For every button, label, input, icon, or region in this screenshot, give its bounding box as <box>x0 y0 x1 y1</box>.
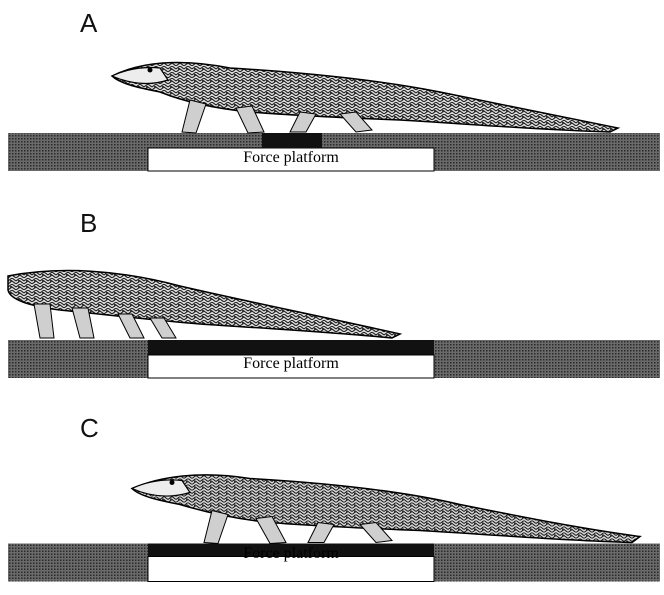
alligator-illustration <box>112 62 618 133</box>
contact-strip <box>262 133 322 148</box>
alligator-illustration <box>8 271 400 338</box>
alligator-illustration <box>132 475 640 544</box>
panel-a: A Force platform <box>0 0 664 190</box>
panel-b: B Force platform <box>0 200 664 390</box>
force-platform-label: Force platform <box>148 355 434 373</box>
panel-c: C Force platform <box>0 405 664 595</box>
scene-illustration <box>0 405 664 595</box>
contact-strip <box>148 340 434 355</box>
force-platform-label: Force platform <box>148 149 434 167</box>
force-platform-label: Force platform <box>148 545 434 563</box>
